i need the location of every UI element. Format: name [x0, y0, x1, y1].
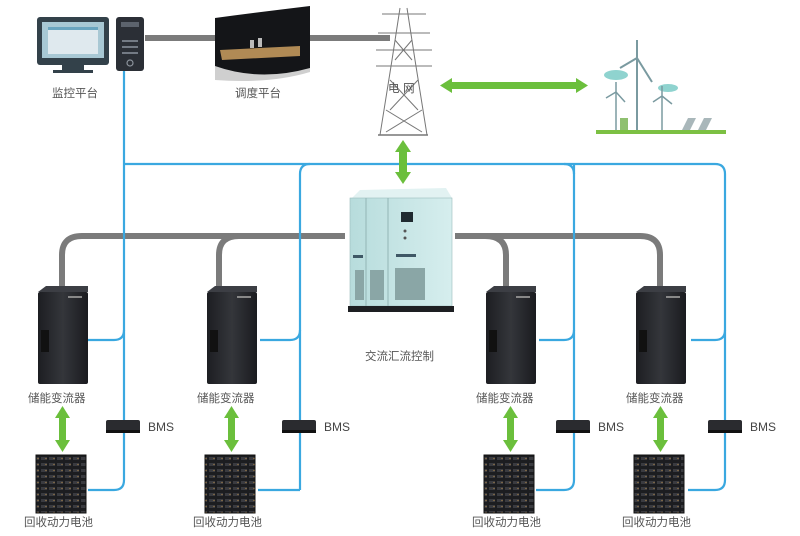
bms-label: BMS	[148, 420, 174, 434]
comm-line-3-corner	[563, 162, 576, 175]
pcs-cabinet[interactable]	[207, 286, 257, 384]
comm-tap-3	[539, 329, 576, 342]
hmi-screen	[401, 212, 413, 222]
bms-device[interactable]	[708, 420, 742, 433]
bms-label: BMS	[750, 420, 776, 434]
grid-tower-icon[interactable]	[376, 7, 432, 136]
battery-label: 回收动力电池	[24, 515, 93, 529]
monitor-platform[interactable]	[37, 17, 144, 73]
comm-line-2	[298, 162, 311, 490]
pcs-cabinet[interactable]	[636, 286, 686, 384]
server-tower-icon	[116, 17, 144, 71]
grid-renewable-arrow	[440, 78, 588, 93]
pcs-cabinet[interactable]	[38, 286, 88, 384]
pcs-battery-arrow	[653, 406, 668, 452]
pcs-label: 储能变流器	[626, 391, 684, 405]
comm-trunk	[124, 162, 727, 492]
bms-device[interactable]	[556, 420, 590, 433]
pcs-cabinet[interactable]	[486, 286, 536, 384]
bms-label: BMS	[324, 420, 350, 434]
bms-label: BMS	[598, 420, 624, 434]
battery-rack[interactable]	[204, 454, 256, 514]
ac-combiner-cabinet[interactable]	[348, 188, 454, 312]
comm-lines	[88, 70, 727, 492]
battery-label: 回收动力电池	[472, 515, 541, 529]
pcs-battery-arrow	[503, 406, 518, 452]
dispatch-center-image	[215, 6, 310, 79]
dispatch-platform-label: 调度平台	[235, 86, 281, 100]
battery-label: 回收动力电池	[193, 515, 262, 529]
battery-rack[interactable]	[483, 454, 535, 514]
ac-bus-drop-2	[216, 233, 240, 295]
battery-label: 回收动力电池	[622, 515, 691, 529]
power-lines	[59, 35, 663, 295]
pcs-label: 储能变流器	[28, 391, 86, 405]
grid-combiner-arrow	[395, 140, 411, 184]
ac-bus-right	[455, 233, 663, 295]
pcs-battery-arrow	[224, 406, 239, 452]
grid-label: 电 网	[388, 81, 415, 95]
comm-line-1	[88, 70, 126, 492]
dispatch-platform[interactable]	[215, 6, 310, 81]
comm-tap-1	[88, 329, 126, 342]
comm-tap-2	[260, 329, 302, 342]
pcs-battery-arrow	[55, 406, 70, 452]
pcs-label: 储能变流器	[197, 391, 255, 405]
battery-rack[interactable]	[35, 454, 87, 514]
pcs-label: 储能变流器	[476, 391, 534, 405]
wind-solar-icon	[596, 40, 726, 134]
ac-bus-left	[59, 233, 345, 295]
monitor-platform-label: 监控平台	[52, 86, 98, 100]
bms-device[interactable]	[106, 420, 140, 433]
battery-rack[interactable]	[633, 454, 685, 514]
ac-bus-drop-3	[484, 233, 509, 295]
ac-combiner-label: 交流汇流控制	[365, 349, 434, 363]
bms-device[interactable]	[282, 420, 316, 433]
comm-tap-4	[691, 329, 727, 342]
comm-line-3	[536, 164, 576, 492]
